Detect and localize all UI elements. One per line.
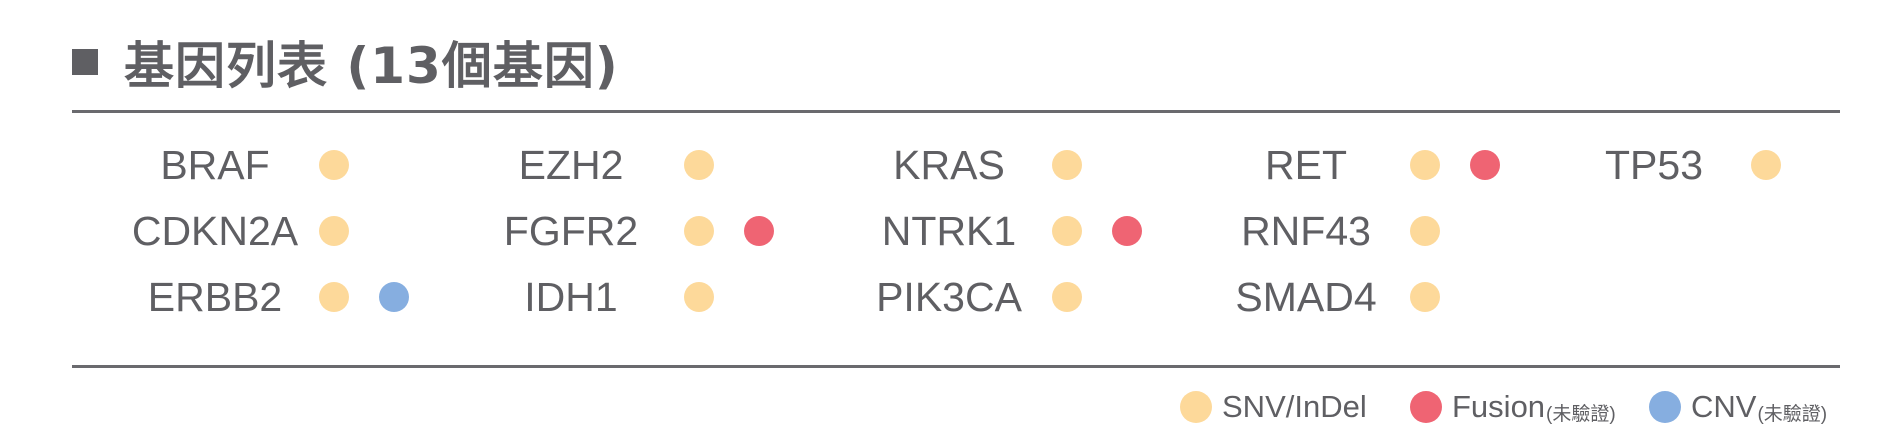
cnv-dot-icon (379, 282, 409, 312)
snv-dot-icon (319, 216, 349, 246)
snv-dot-icon (1052, 150, 1082, 180)
snv-dot-icon (1052, 282, 1082, 312)
legend: SNV/InDel Fusion (未驗證) CNV (未驗證) (1180, 384, 1850, 430)
gene-item-12: TP53 (0, 138, 1901, 192)
snv-dot-icon (1180, 391, 1212, 423)
legend-label-snv: SNV/InDel (1222, 389, 1367, 424)
legend-item-fusion: Fusion (未驗證) (1410, 384, 1616, 430)
legend-item-snv: SNV/InDel (1180, 384, 1367, 430)
legend-item-cnv: CNV (未驗證) (1649, 384, 1827, 430)
gene-name: IDH1 (524, 274, 618, 320)
legend-label-fusion: Fusion (1452, 389, 1546, 424)
gene-name: TP53 (1605, 142, 1703, 188)
snv-dot-icon (1410, 150, 1440, 180)
top-divider (72, 110, 1840, 113)
snv-dot-icon (319, 282, 349, 312)
gene-name: PIK3CA (876, 274, 1022, 320)
legend-note-fusion: (未驗證) (1546, 403, 1616, 425)
gene-item-7: NTRK1 (0, 204, 1901, 258)
header-square-icon (72, 49, 98, 75)
gene-item-6: KRAS (0, 138, 1901, 192)
snv-dot-icon (684, 216, 714, 246)
page-header: 基因列表 (13個基因) (72, 22, 619, 102)
gene-item-10: RNF43 (0, 204, 1901, 258)
snv-dot-icon (1410, 282, 1440, 312)
gene-item-3: EZH2 (0, 138, 1901, 192)
cnv-dot-icon (1649, 391, 1681, 423)
gene-item-4: FGFR2 (0, 204, 1901, 258)
gene-name: FGFR2 (503, 208, 639, 254)
gene-name: EZH2 (518, 142, 624, 188)
gene-name: ERBB2 (147, 274, 283, 320)
fusion-dot-icon (1470, 150, 1500, 180)
gene-item-5: IDH1 (0, 270, 1901, 324)
gene-item-11: SMAD4 (0, 270, 1901, 324)
snv-dot-icon (684, 150, 714, 180)
gene-name: CDKN2A (131, 208, 299, 254)
snv-dot-icon (1410, 216, 1440, 246)
legend-label-cnv: CNV (1691, 389, 1757, 424)
snv-dot-icon (684, 282, 714, 312)
page-title: 基因列表 (13個基因) (124, 37, 619, 95)
gene-name: BRAF (160, 142, 270, 188)
snv-dot-icon (1751, 150, 1781, 180)
gene-item-8: PIK3CA (0, 270, 1901, 324)
fusion-dot-icon (1112, 216, 1142, 246)
gene-name: RET (1265, 142, 1347, 188)
snv-dot-icon (1052, 216, 1082, 246)
gene-name: RNF43 (1241, 208, 1371, 254)
gene-item-2: ERBB2 (0, 270, 1901, 324)
legend-note-cnv: (未驗證) (1757, 403, 1828, 425)
gene-name: KRAS (893, 142, 1005, 188)
snv-dot-icon (319, 150, 349, 180)
bottom-divider (72, 365, 1840, 368)
gene-item-9: RET (0, 138, 1901, 192)
gene-name: SMAD4 (1235, 274, 1377, 320)
gene-name: NTRK1 (881, 208, 1017, 254)
gene-item-0: BRAF (0, 138, 1901, 192)
fusion-dot-icon (1410, 391, 1442, 423)
gene-item-1: CDKN2A (0, 204, 1901, 258)
fusion-dot-icon (744, 216, 774, 246)
